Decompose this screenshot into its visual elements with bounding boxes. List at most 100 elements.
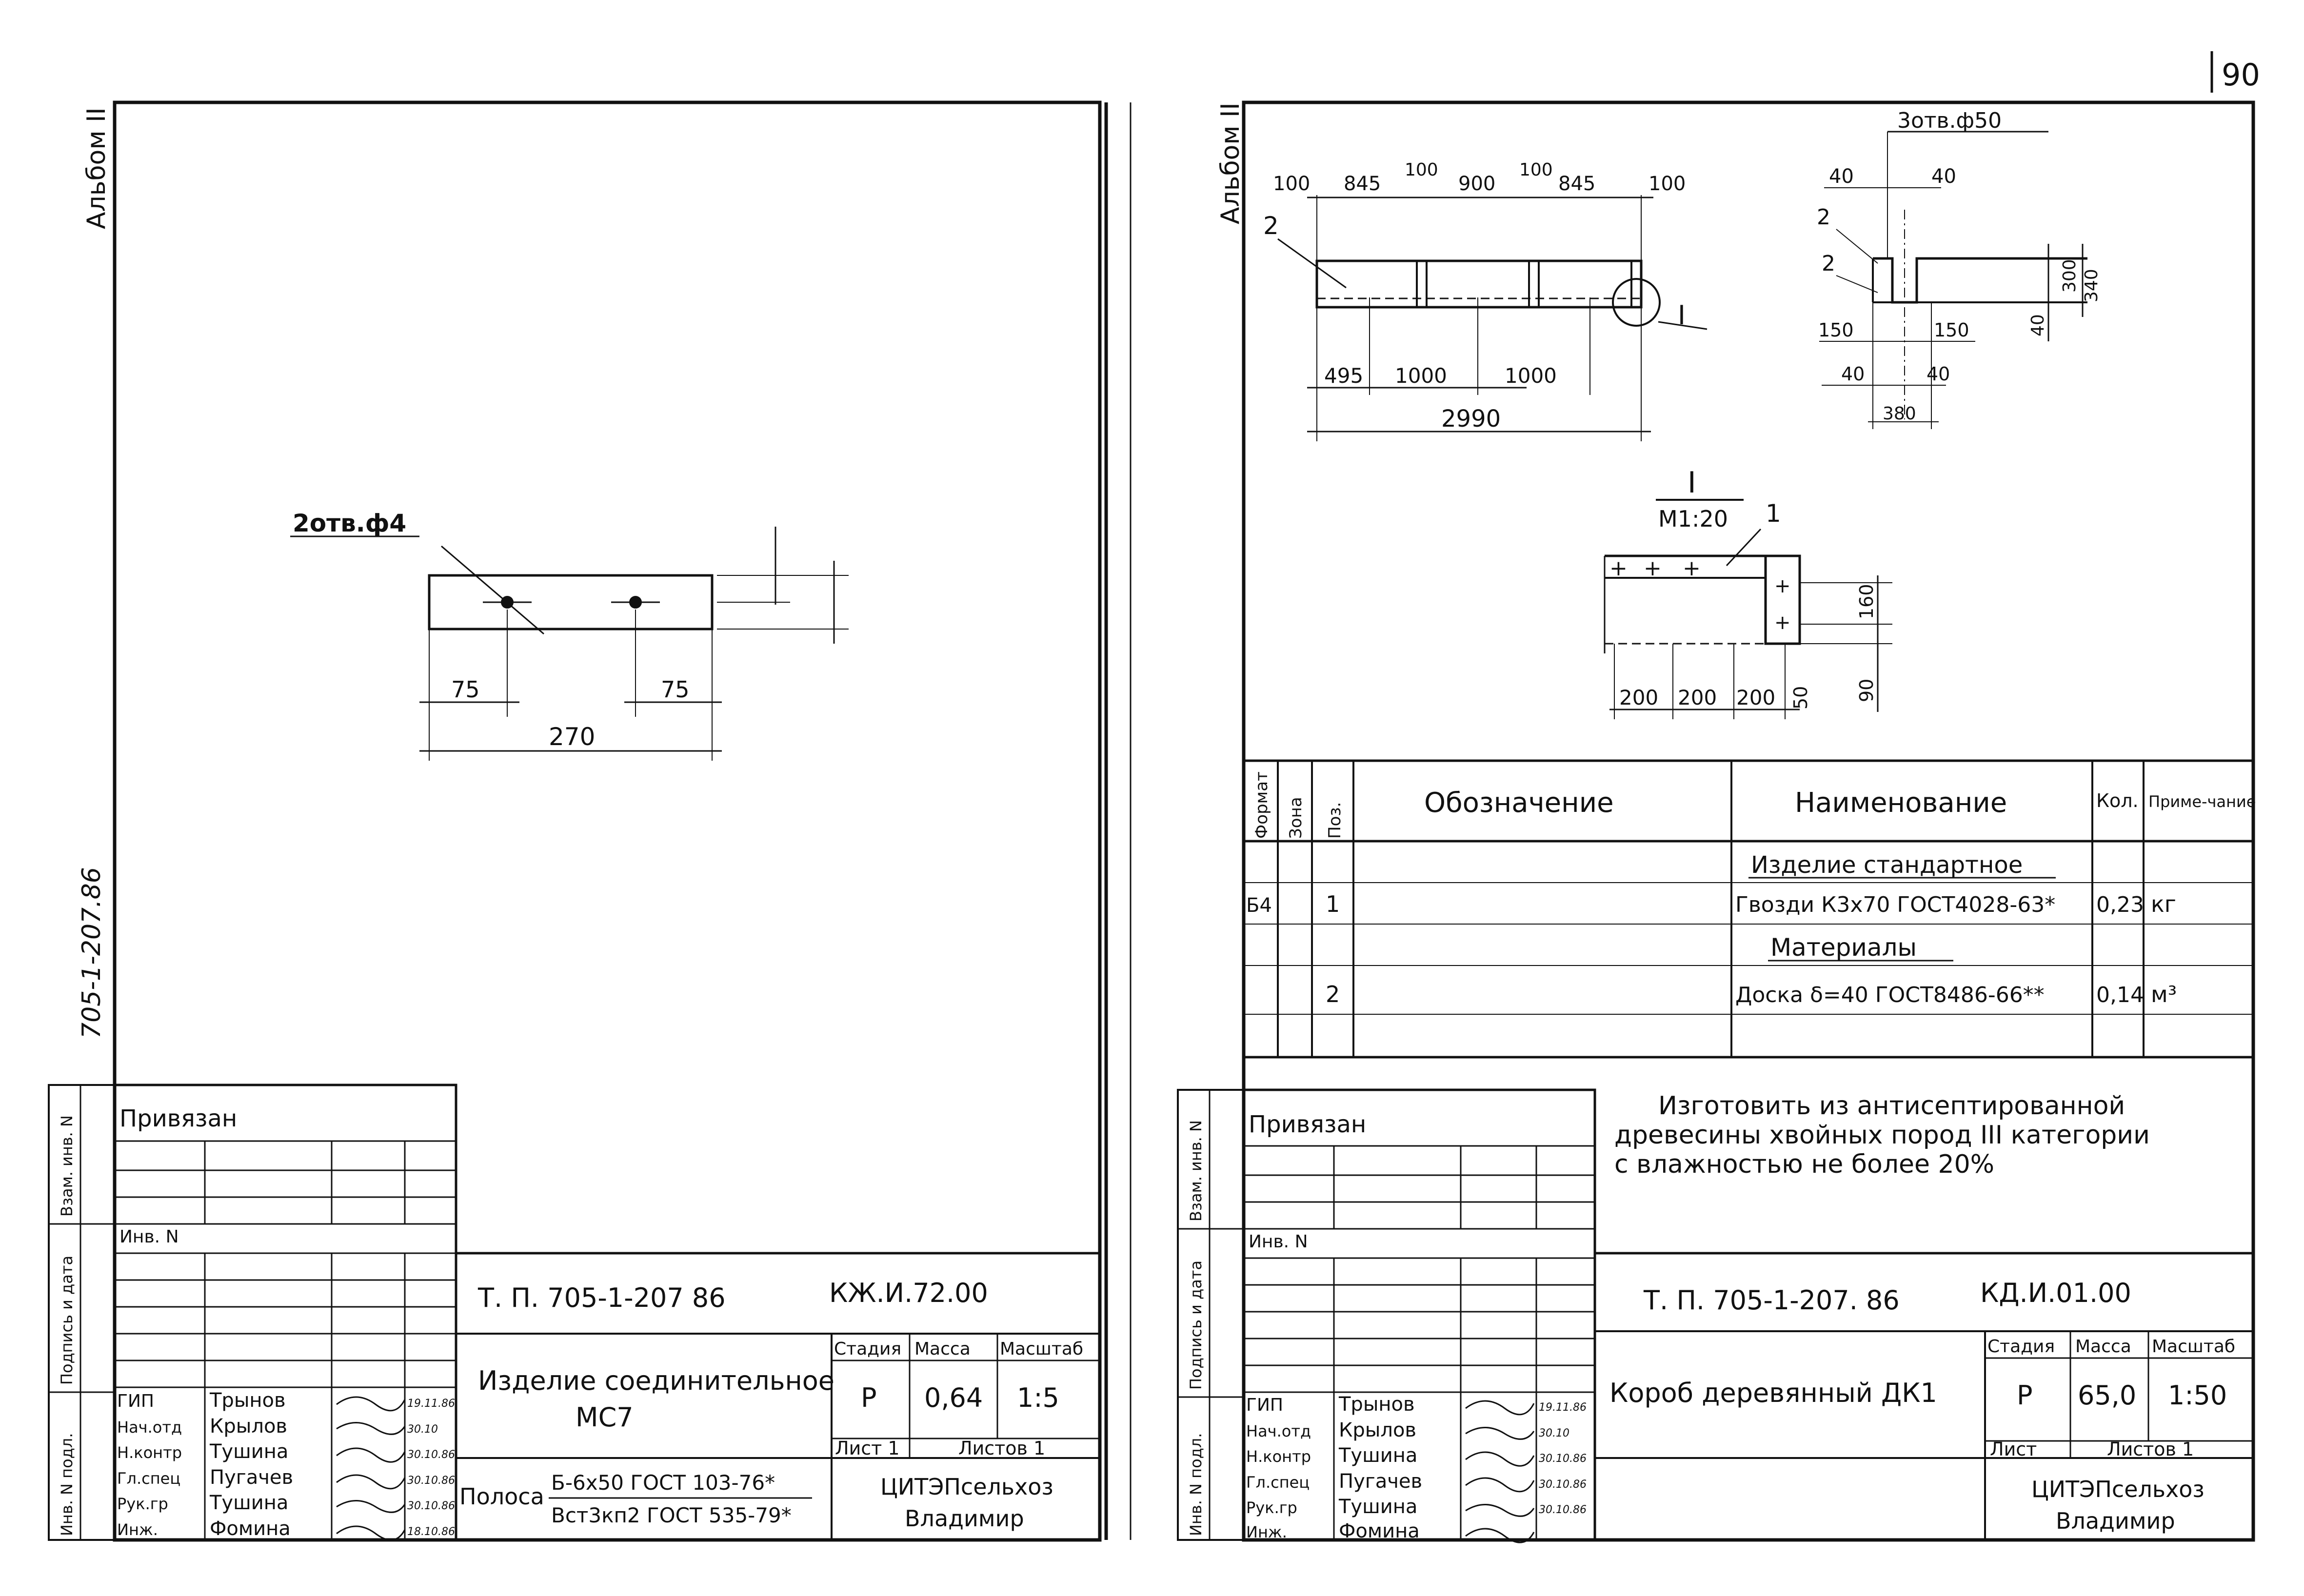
drawing-label: Обозначение — [1424, 787, 1614, 819]
drawing-label: 160 — [1856, 584, 1877, 619]
right-album-label: Альбом II — [1216, 102, 1245, 224]
right-front-view: I 2 100 845 100 900 100 845 100 495 1000… — [1263, 160, 1708, 441]
drawing-label: 30.10.86 — [1539, 1504, 1587, 1516]
drawing-label: Формат — [1252, 771, 1271, 839]
drawing-label: 30.10.86 — [407, 1500, 455, 1512]
left-side-code: 705-1-207.86 — [77, 867, 106, 1039]
drawing-label: 90 — [1856, 679, 1877, 702]
right-col-mass: Масса — [2075, 1337, 2131, 1357]
drawing-label: с влажностью не более 20% — [1614, 1150, 1994, 1179]
drawing-label: Кол. — [2096, 790, 2139, 811]
left-col-stage: Стадия — [834, 1339, 901, 1359]
spec-table: Формат Зона Поз. Обозначение Наименовани… — [1242, 759, 2256, 1059]
left-org-line1: ЦИТЭПсельхоз — [880, 1474, 1053, 1500]
right-sheet-no: Лист — [1990, 1438, 2037, 1460]
drawing-label: Фомина — [210, 1517, 291, 1540]
drawing-label: Материалы — [1770, 933, 1917, 962]
drawing-label: 200 — [1736, 686, 1775, 709]
drawing-label: Нач.отд — [1246, 1422, 1311, 1440]
drawing-label: 50 — [1790, 686, 1811, 709]
drawing-label: 340 — [2082, 269, 2102, 302]
left-sheet: Альбом II 705-1-207.86 2отв.ф4 — [48, 100, 1102, 1542]
drawing-label: Подпись и дата — [58, 1256, 76, 1385]
detail-title: I — [1688, 466, 1696, 500]
drawing-label: Б4 — [1246, 894, 1272, 917]
drawing-label: 30.10.86 — [1539, 1453, 1587, 1465]
dim-edge2: 75 — [661, 676, 690, 703]
drawing-label: 1000 — [1505, 364, 1557, 388]
right-title: Короб деревянный ДК1 — [1609, 1378, 1937, 1408]
drawing-label: 40 — [2028, 314, 2048, 336]
drawing-label: 100 — [1273, 173, 1310, 195]
left-project-code: Т. П. 705-1-207 86 — [477, 1282, 726, 1313]
drawing-label: 19.11.86 — [407, 1398, 455, 1410]
hole-callout: 2отв.ф4 — [293, 509, 406, 537]
drawing-label: Взам. инв. N — [1187, 1120, 1205, 1222]
drawing-label: Тушина — [1338, 1444, 1417, 1467]
right-detail-view: I М1:20 1 + + + + + 160 90 200 — [1604, 466, 1892, 719]
left-privyazan: Привязан — [119, 1105, 237, 1132]
drawing-label: Рук.гр — [1246, 1498, 1297, 1517]
front-leader-label: 2 — [1263, 212, 1279, 240]
right-mass: 65,0 — [2078, 1380, 2136, 1411]
drawing-label: кг — [2151, 891, 2176, 917]
drawing-label: Изготовить из антисептированной — [1658, 1091, 2125, 1121]
right-title-block: Т. П. 705-1-207. 86 КД.И.01.00 Короб дер… — [1593, 1252, 2255, 1541]
right-inv-no: Инв. N — [1249, 1232, 1308, 1252]
drawing-label: Гвозди К3x70 ГОСТ4028-63* — [1735, 892, 2055, 917]
drawing-label: Крылов — [1339, 1419, 1416, 1441]
detail-leader: 1 — [1766, 499, 1781, 528]
right-col-scale: Масштаб — [2152, 1337, 2235, 1357]
end-width: 380 — [1883, 404, 1916, 424]
right-project-code: Т. П. 705-1-207. 86 — [1643, 1285, 1900, 1316]
end-holes: 3отв.ф50 — [1897, 108, 2002, 133]
drawing-label: 40 — [1829, 165, 1854, 188]
drawing-label: Пугачев — [210, 1466, 293, 1489]
drawing-label: Инж. — [1246, 1523, 1287, 1541]
drawing-label: ГИП — [1246, 1395, 1283, 1415]
left-privyazan-block: Привязан Инв. N — [113, 1084, 457, 1541]
right-sheets-total: Листов 1 — [2107, 1438, 2194, 1460]
drawing-label: 495 — [1324, 364, 1363, 388]
left-title-block: Т. П. 705-1-207 86 КЖ.И.72.00 Изделие со… — [455, 1252, 1101, 1541]
detail-nail-mark: + — [1609, 556, 1628, 581]
left-title-line1: Изделие соединительное — [478, 1365, 834, 1396]
drawing-label: 200 — [1619, 686, 1658, 709]
drawing-label: Н.контр — [1246, 1447, 1311, 1466]
drawing-label: 2 — [1326, 981, 1340, 1007]
right-col-stage: Стадия — [1987, 1337, 2055, 1357]
drawing-label: Зона — [1286, 797, 1306, 839]
left-material-top: Б-6x50 ГОСТ 103-76* — [551, 1471, 775, 1495]
drawing-label: Тушина — [209, 1492, 288, 1514]
right-signatures: ГИП Трынов 19.11.86 Нач.отд Крылов 30.10… — [1246, 1393, 1587, 1543]
detail-nail-mark: + — [1683, 556, 1701, 581]
drawing-label: 150 — [1934, 319, 1969, 341]
drawing-label: 30.10.86 — [1539, 1478, 1587, 1491]
right-privyazan: Привязан — [1249, 1111, 1366, 1138]
drawing-label: 40 — [1841, 363, 1865, 385]
left-signatures: ГИП Трынов 19.11.86 Нач.отд Крылов 30.10… — [117, 1389, 455, 1541]
drawing-label: 19.11.86 — [1539, 1401, 1587, 1414]
drawing-label: 900 — [1458, 173, 1495, 195]
drawing-label: 30.10.86 — [407, 1475, 455, 1487]
right-stage: Р — [2017, 1380, 2033, 1411]
drawing-label: Гл.спец — [1246, 1473, 1310, 1492]
drawing-label: 0,23 — [2096, 892, 2144, 917]
drawing-label: Фомина — [1339, 1520, 1420, 1542]
left-scale: 1:5 — [1017, 1382, 1059, 1413]
drawing-label: 2 — [1817, 205, 1830, 230]
drawing-label: Взам. инв. N — [58, 1115, 76, 1217]
detail-nail-mark: + — [1774, 575, 1791, 597]
page-number: 90 — [2222, 57, 2260, 93]
left-org-line2: Владимир — [905, 1505, 1024, 1532]
drawing-label: Нач.отд — [117, 1418, 182, 1437]
drawing-label: м³ — [2151, 981, 2177, 1007]
drawing-label: Трынов — [209, 1389, 286, 1412]
drawing-label: 18.10.86 — [407, 1526, 455, 1538]
left-sheets-total: Листов 1 — [958, 1438, 1045, 1459]
right-end-view: 3отв.ф50 40 40 2 2 150 150 40 40 380 300… — [1817, 108, 2102, 429]
drawing-label: 30.10.86 — [407, 1449, 455, 1461]
left-material-prefix: Полоса — [459, 1483, 544, 1510]
dim-length: 270 — [549, 723, 595, 751]
drawing-label: Трынов — [1338, 1393, 1415, 1416]
